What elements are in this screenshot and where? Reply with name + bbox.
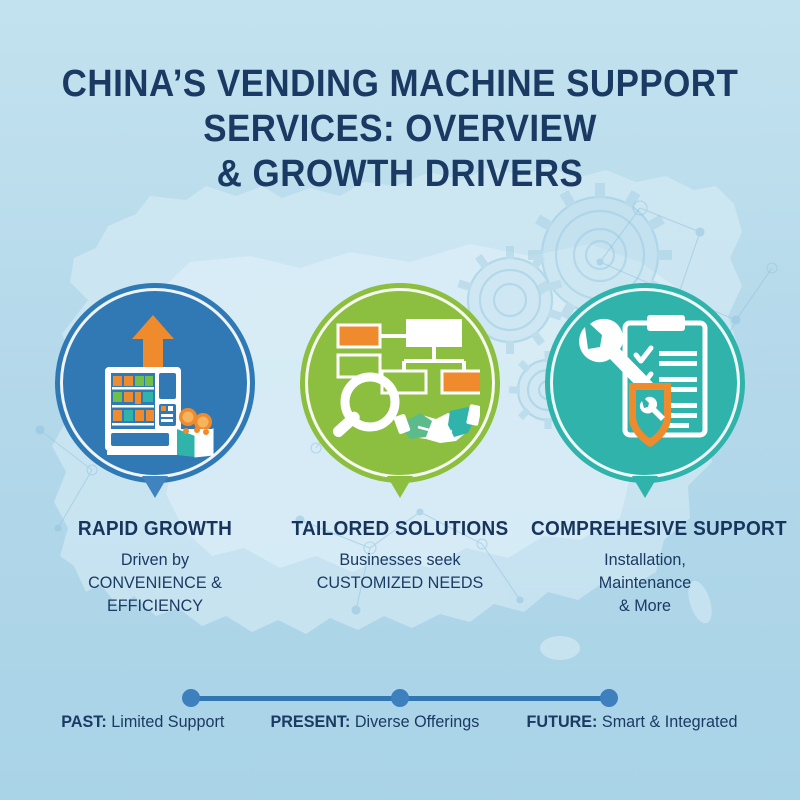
title-line-1: CHINA’S VENDING MACHINE SUPPORT: [61, 63, 739, 105]
timeline-stage-present: PRESENT:: [270, 712, 351, 731]
caption-comprehesive-support: COMPREHESIVE SUPPORT Installation, Maint…: [525, 518, 787, 617]
timeline-label-present: PRESENT: Diverse Offerings: [270, 712, 479, 732]
caption-body-line: Installation,: [604, 550, 686, 569]
timeline-dot-past[interactable]: [182, 689, 200, 707]
pillar-rapid-growth[interactable]: [55, 283, 255, 503]
caption-body-line: Driven by: [120, 550, 190, 569]
caption-rapid-growth: RAPID GROWTH Driven by CONVENIENCE & EFF…: [35, 518, 275, 617]
timeline-label-future: FUTURE: Smart & Integrated: [526, 712, 737, 732]
timeline-label-past: PAST: Limited Support: [62, 712, 225, 732]
circle-pointer: [142, 476, 168, 498]
circle-comprehesive-support[interactable]: [545, 283, 745, 498]
caption-tailored-solutions: TAILORED SOLUTIONS Businesses seek CUSTO…: [280, 518, 520, 594]
caption-heading: COMPREHESIVE SUPPORT: [531, 518, 787, 540]
timeline-text-past: Limited Support: [107, 712, 225, 731]
caption-heading: RAPID GROWTH: [77, 518, 233, 540]
title-line-2: SERVICES: OVERVIEW: [203, 108, 597, 150]
growth-arrow-icon: [132, 315, 174, 367]
page-title: CHINA’S VENDING MACHINE SUPPORT SERVICES…: [0, 62, 800, 197]
pillar-tailored-solutions[interactable]: [300, 283, 500, 503]
circle-rapid-growth[interactable]: [55, 283, 255, 498]
caption-body: Businesses seek CUSTOMIZED NEEDS: [286, 548, 514, 594]
coin-box-icon: [177, 408, 214, 458]
timeline-stage-future: FUTURE:: [526, 712, 598, 731]
caption-body-line: Businesses seek: [339, 550, 461, 569]
flow-box-white-big: [406, 319, 462, 347]
caption-body: Driven by CONVENIENCE & EFFICIENCY: [41, 548, 269, 617]
caption-heading: TAILORED SOLUTIONS: [291, 518, 509, 540]
timeline-dot-future[interactable]: [600, 689, 618, 707]
circle-tailored-solutions[interactable]: [300, 283, 500, 498]
caption-body-line: & More: [618, 596, 672, 615]
pillar-comprehesive-support[interactable]: [545, 283, 745, 503]
timeline-dot-present[interactable]: [391, 689, 409, 707]
caption-body-line: Maintenance: [598, 573, 692, 592]
caption-body-line: CONVENIENCE &: [88, 573, 222, 592]
handshake-icon: [393, 404, 480, 443]
timeline-labels: PAST: Limited Support PRESENT: Diverse O…: [0, 712, 800, 732]
flow-box-orange-1: [336, 323, 382, 349]
flow-box-orange-2: [440, 369, 480, 395]
flowchart-magnifier-handshake-icon: [332, 319, 480, 443]
vending-machine-icon: [105, 315, 214, 458]
timeline-text-present: Diverse Offerings: [350, 712, 480, 731]
circle-pointer: [387, 476, 413, 498]
title-line-3: & GROWTH DRIVERS: [216, 153, 584, 195]
timeline-stage-past: PAST:: [61, 712, 108, 731]
caption-body-line: CUSTOMIZED NEEDS: [316, 573, 484, 592]
caption-body-line: EFFICIENCY: [106, 596, 204, 615]
caption-body: Installation, Maintenance & More: [531, 548, 759, 617]
circle-pointer: [632, 476, 658, 498]
magnifier-icon: [332, 372, 400, 438]
timeline-text-future: Smart & Integrated: [597, 712, 738, 731]
wrench-clipboard-shield-icon: [579, 315, 708, 447]
